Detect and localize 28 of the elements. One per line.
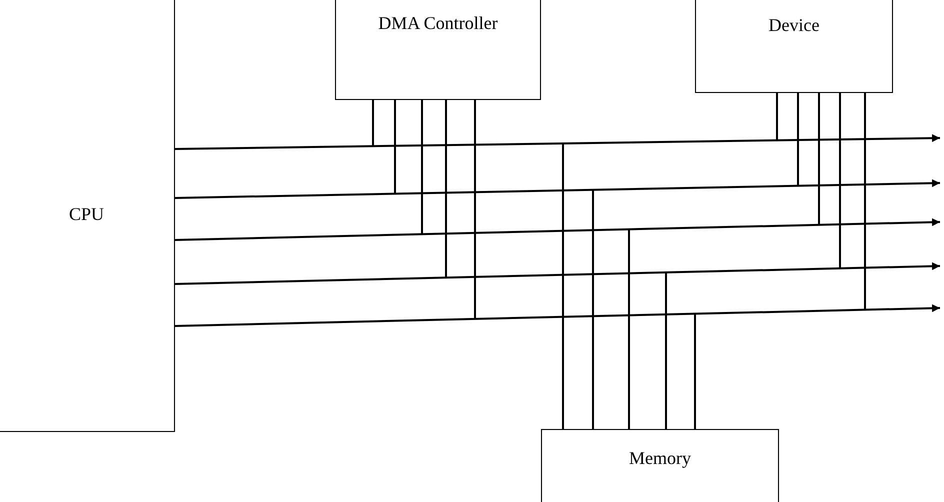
bus-tap-line — [592, 190, 594, 429]
bus-arrow — [174, 262, 940, 285]
bus-tap-line — [776, 93, 778, 140]
bus-tap-line — [797, 93, 799, 186]
bus-tap-line — [818, 93, 820, 225]
component-box — [0, 0, 175, 432]
component-box — [335, 0, 541, 100]
component-box — [541, 429, 779, 502]
bus-tap-line — [474, 100, 476, 319]
bus-tap-line — [694, 314, 696, 429]
box-label: DMA Controller — [377, 13, 499, 34]
bus-arrow — [174, 218, 940, 241]
bus-tap-line — [372, 100, 374, 146]
bus-tap-line — [445, 100, 447, 278]
box-label: Device — [768, 15, 820, 36]
bus-tap-line — [421, 100, 423, 234]
box-label: Memory — [628, 448, 692, 469]
box-label: CPU — [68, 204, 105, 225]
bus-tap-line — [839, 93, 841, 268]
bus-tap-line — [394, 100, 396, 194]
component-box — [695, 0, 893, 93]
bus-tap-line — [665, 272, 667, 429]
bus-tap-line — [864, 93, 866, 310]
bus-tap-line — [628, 229, 630, 429]
bus-arrow — [174, 134, 940, 150]
bus-tap-line — [562, 143, 564, 429]
bus-arrow — [174, 179, 940, 199]
bus-arrow — [174, 304, 940, 327]
